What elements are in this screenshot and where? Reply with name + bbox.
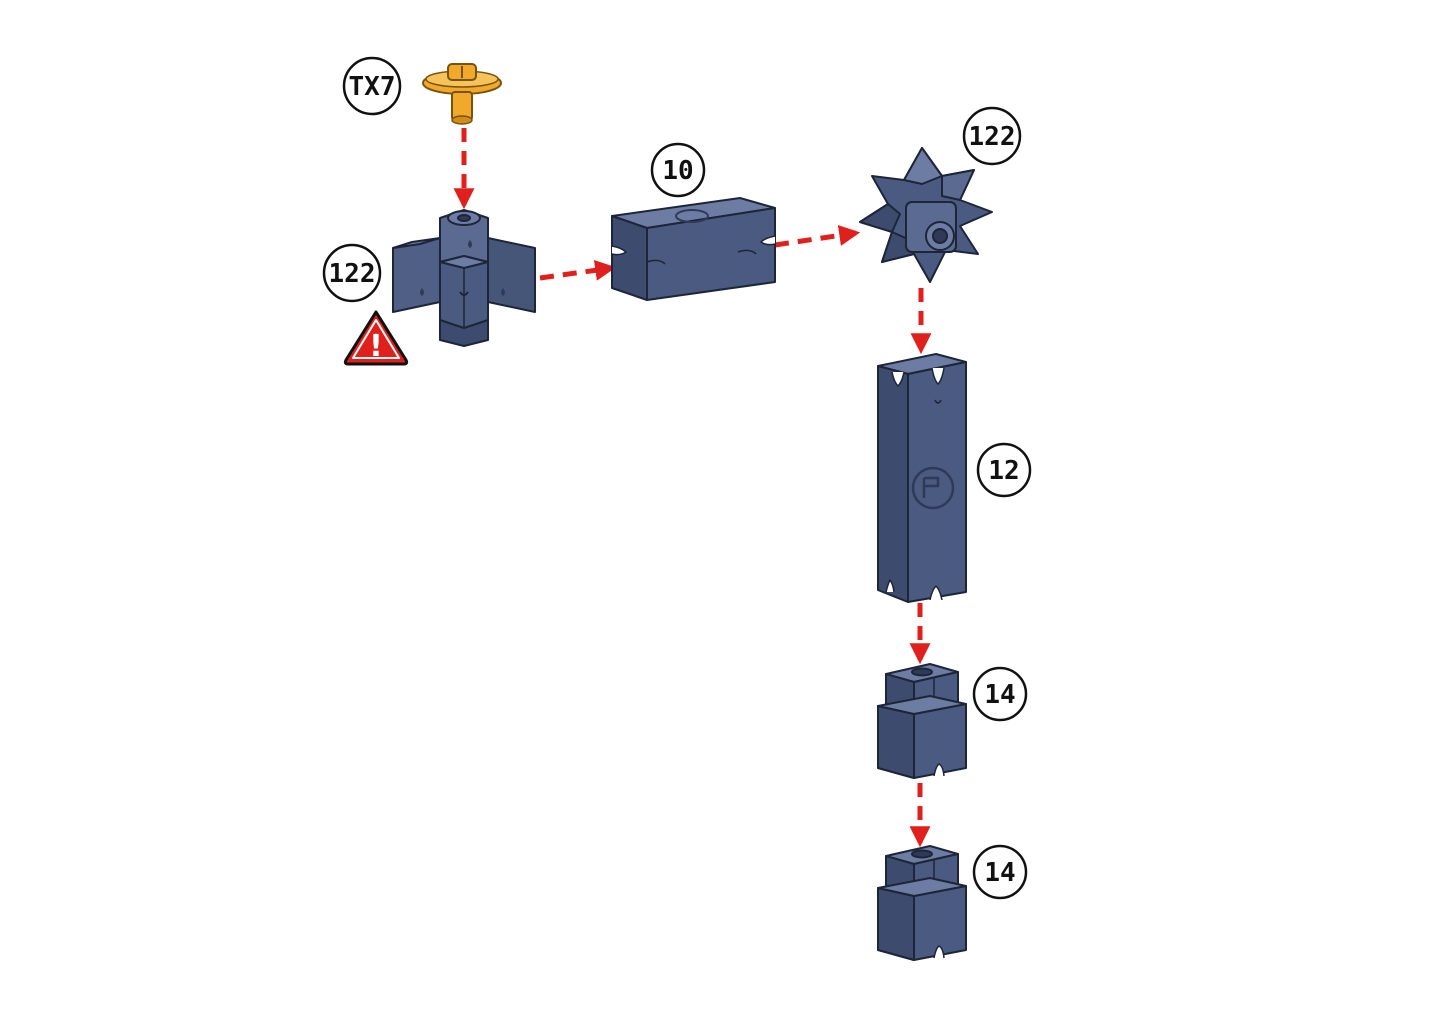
callout-tube-vertical: 12 xyxy=(978,444,1030,496)
connector-part-right xyxy=(860,148,992,282)
callout-screw: TX7 xyxy=(344,58,400,114)
arrow-connector-to-tube xyxy=(540,268,612,278)
tube-part-horizontal xyxy=(612,198,775,300)
arrow-tube-to-connector xyxy=(775,233,856,245)
callout-block-lower: 14 xyxy=(974,846,1026,898)
callout-connector-right: 122 xyxy=(964,108,1020,164)
callout-label: 122 xyxy=(329,259,376,289)
callout-label: TX7 xyxy=(349,72,396,102)
callout-label: 12 xyxy=(988,456,1019,486)
callout-block-upper: 14 xyxy=(974,668,1026,720)
warning-triangle-icon: ! xyxy=(345,312,406,364)
callout-label: 10 xyxy=(662,156,693,186)
connector-part-left xyxy=(393,210,535,346)
warning-symbol: ! xyxy=(369,329,383,364)
screw-part xyxy=(423,64,501,124)
callout-label: 14 xyxy=(984,680,1015,710)
callout-label: 14 xyxy=(984,858,1015,888)
block-part-upper xyxy=(878,664,966,778)
callout-connector-left: 122 xyxy=(324,245,380,301)
callout-tube-horizontal: 10 xyxy=(652,144,704,196)
callout-label: 122 xyxy=(969,122,1016,152)
block-part-lower xyxy=(878,846,966,960)
tube-part-vertical xyxy=(878,354,966,602)
